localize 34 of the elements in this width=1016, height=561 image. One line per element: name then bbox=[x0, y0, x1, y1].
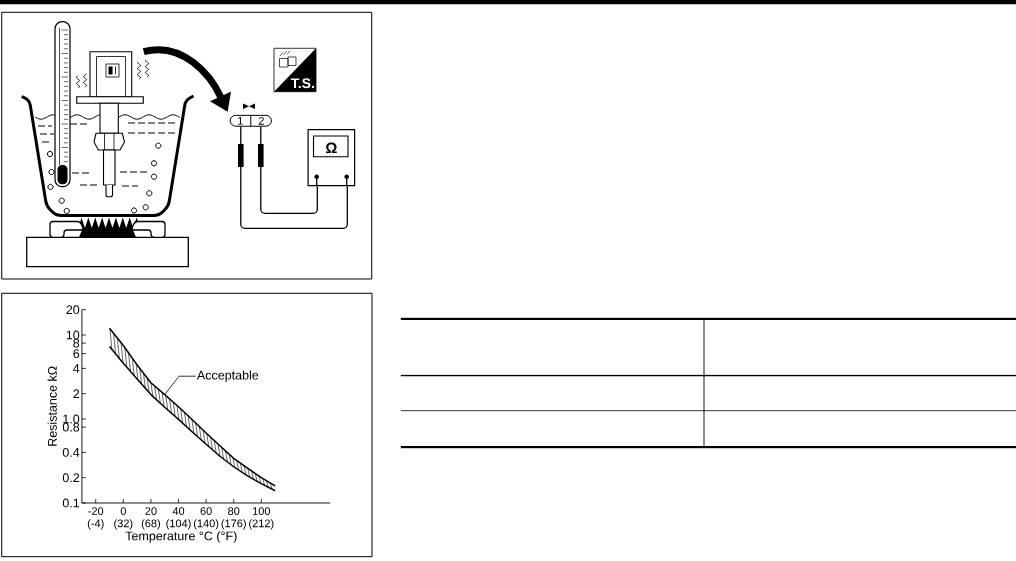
y-tick-label: 0.1 bbox=[62, 498, 80, 508]
annotation-label: Acceptable bbox=[196, 370, 259, 383]
fahrenheit-label: (104) bbox=[166, 519, 191, 530]
x-tick-label: 20 bbox=[145, 507, 157, 515]
x-axis-title: Temperature °C (°F) bbox=[125, 531, 237, 543]
y-tick-label: 0.4 bbox=[62, 447, 80, 457]
y-tick-label: 6 bbox=[73, 349, 80, 359]
x-tick-label: 40 bbox=[172, 507, 185, 515]
symbol-text: T.S. bbox=[290, 78, 314, 89]
fahrenheit-label: (212) bbox=[249, 519, 274, 530]
y-tick-label: 0.8 bbox=[62, 422, 80, 432]
y-tick-label: 20 bbox=[66, 305, 80, 315]
x-tick-label: 80 bbox=[228, 507, 240, 515]
y-tick-label: 10 bbox=[66, 330, 80, 340]
x-tick-label: 0 bbox=[120, 507, 126, 515]
x-tick-label: -20 bbox=[88, 507, 104, 515]
fahrenheit-label: (176) bbox=[221, 519, 246, 530]
y-tick-label: 0.2 bbox=[62, 473, 80, 483]
fahrenheit-label: (140) bbox=[193, 519, 219, 530]
ohmmeter: Ω bbox=[307, 129, 356, 187]
y-tick-label: 1.0 bbox=[63, 414, 80, 424]
fahrenheit-label: (-4) bbox=[87, 519, 104, 530]
temperature-sensor bbox=[76, 51, 144, 198]
y-tick-label: 2 bbox=[73, 389, 80, 399]
y-axis-title: Resistance kΩ bbox=[47, 366, 57, 446]
connector: 1 2 bbox=[229, 114, 272, 127]
x-tick-label: 100 bbox=[252, 507, 271, 515]
x-tick-label: 60 bbox=[200, 507, 212, 515]
y-tick-label: 4 bbox=[73, 364, 80, 373]
test-lead bbox=[260, 126, 318, 214]
y-tick-label: 8 bbox=[73, 338, 80, 348]
test-lead bbox=[240, 126, 348, 229]
fahrenheit-label: (32) bbox=[114, 519, 133, 530]
fahrenheit-label: (68) bbox=[141, 519, 160, 530]
